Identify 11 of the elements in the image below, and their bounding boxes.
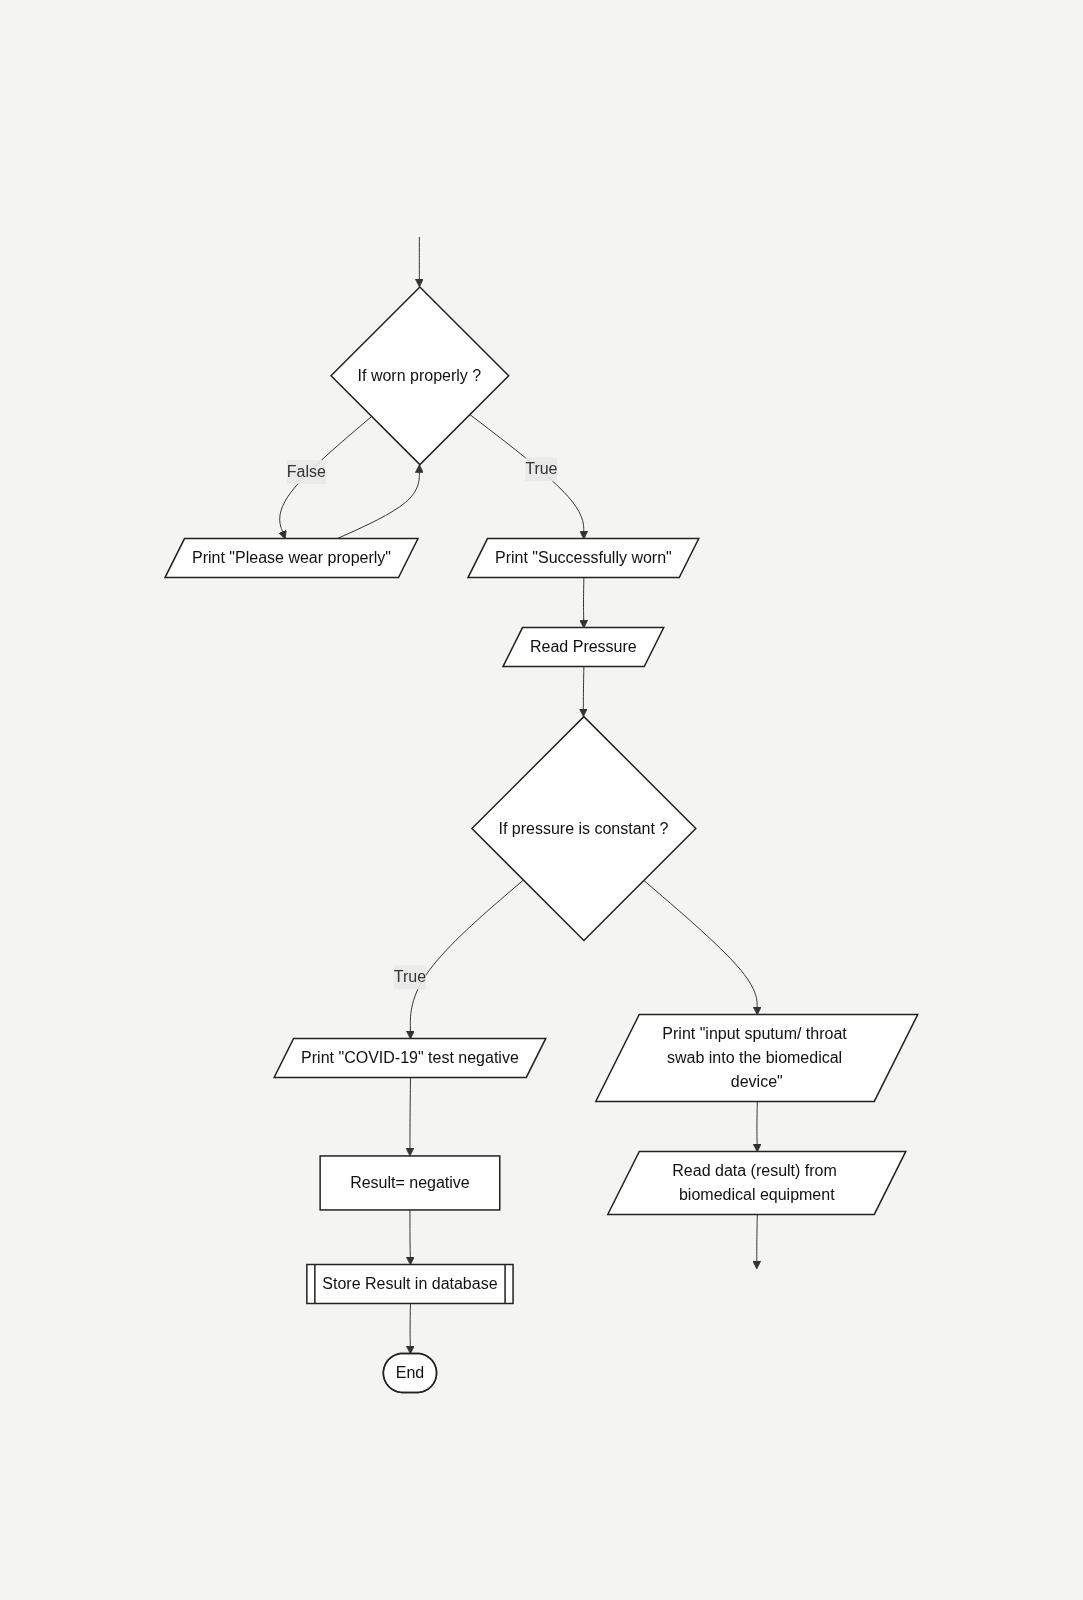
node-diamond: If worn properly ? <box>330 286 510 466</box>
arrow <box>752 1214 762 1270</box>
arrow <box>405 1077 415 1157</box>
node-diamond: If pressure is constant ? <box>471 715 697 942</box>
edge-label: True <box>393 968 427 986</box>
edge-label: True <box>525 460 558 478</box>
node-box: Result= negative <box>319 1155 501 1211</box>
arrow <box>415 236 424 288</box>
edge-label: False <box>286 463 327 481</box>
arrow <box>406 1303 415 1355</box>
arrow <box>579 666 588 718</box>
